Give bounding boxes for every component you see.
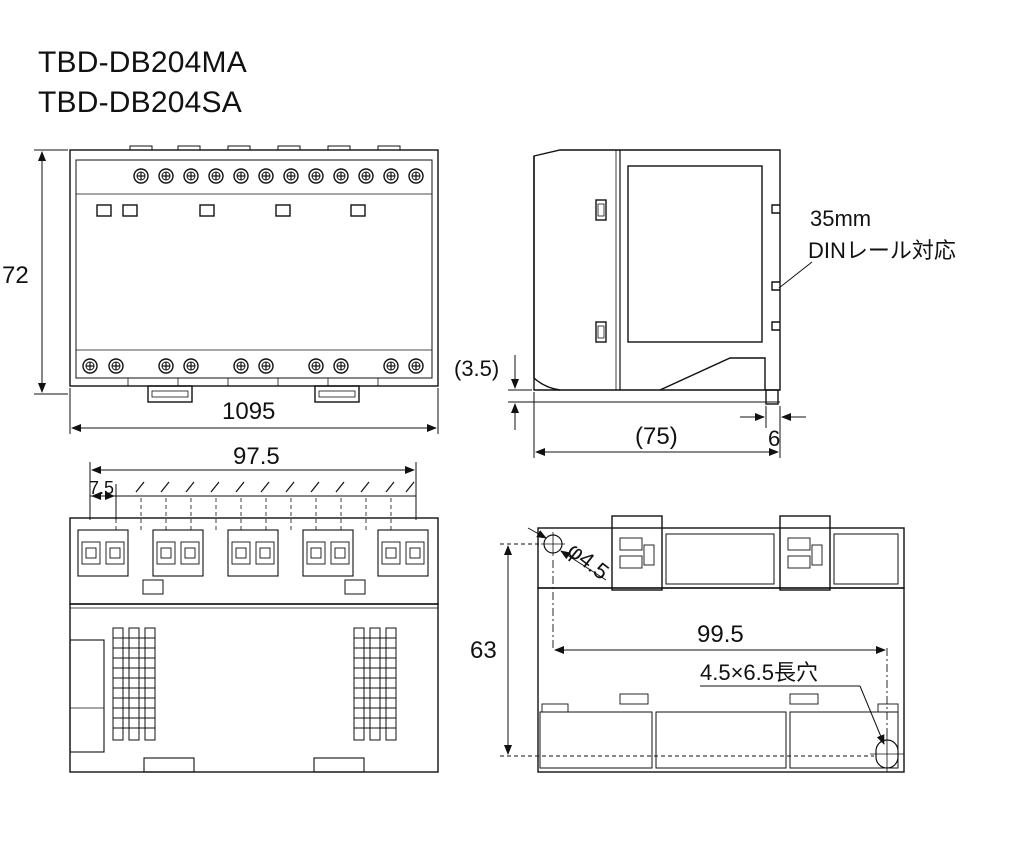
bottom-view: [69, 517, 439, 773]
dim-depth-75: (75): [635, 423, 678, 450]
model-title-ma: TBD-DB204MA: [38, 46, 247, 79]
dim-offset-3-5: (3.5): [454, 356, 499, 381]
din-note-line1: 35mm: [810, 206, 871, 231]
front-view: [69, 145, 439, 403]
side-view: [533, 149, 781, 405]
dim-height-72: 72: [2, 262, 29, 289]
dim-width-1095: 1095: [222, 398, 275, 425]
model-title-sa: TBD-DB204SA: [38, 86, 242, 119]
dim-pitch-7-5: 7.5: [89, 478, 114, 498]
dim-pitch-97-5: 97.5: [233, 443, 280, 470]
mounting-holes: [541, 532, 904, 772]
terminal-screws-top: [133, 168, 424, 184]
terminal-screws-bottom: [82, 358, 424, 374]
slot-hole-label: 4.5×6.5長穴: [700, 660, 818, 685]
dim-hole-spacing-99-5: 99.5: [697, 621, 744, 648]
vent-grid-left: [112, 627, 156, 741]
dim-rail-6: 6: [768, 426, 780, 451]
dim-hole-diameter: φ4.5: [563, 537, 614, 584]
rear-view: [537, 515, 905, 773]
pitch-ticks: [135, 481, 415, 493]
vent-grid-right: [353, 627, 397, 741]
din-note-line2: DINレール対応: [808, 238, 956, 263]
dim-depth-63: 63: [470, 637, 497, 664]
